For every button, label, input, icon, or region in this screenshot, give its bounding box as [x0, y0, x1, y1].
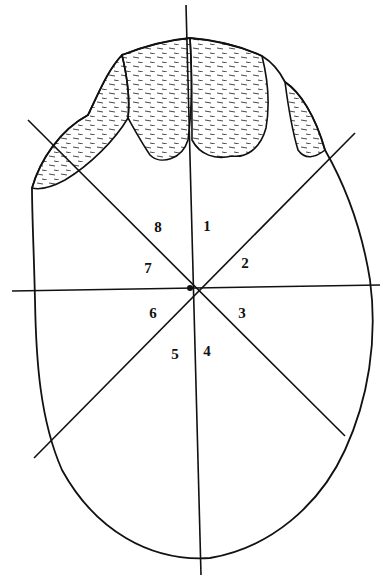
sector-number: 7: [144, 261, 152, 276]
hatched-lobe: [285, 82, 325, 157]
hatched-lobe: [122, 38, 191, 160]
sector-number: 8: [154, 220, 162, 235]
sector-number: 6: [149, 306, 157, 321]
divider-line: [28, 120, 345, 436]
sector-number: 1: [203, 219, 211, 234]
divider-line: [34, 133, 355, 458]
sector-number: 5: [171, 347, 179, 362]
sector-number: 2: [241, 256, 249, 271]
hatched-lobe: [190, 38, 268, 157]
sector-number: 4: [203, 344, 211, 359]
center-dot: [187, 285, 193, 291]
hatched-lobe: [32, 55, 129, 189]
tongue-outline: [32, 38, 373, 558]
sector-number: 3: [238, 306, 246, 321]
